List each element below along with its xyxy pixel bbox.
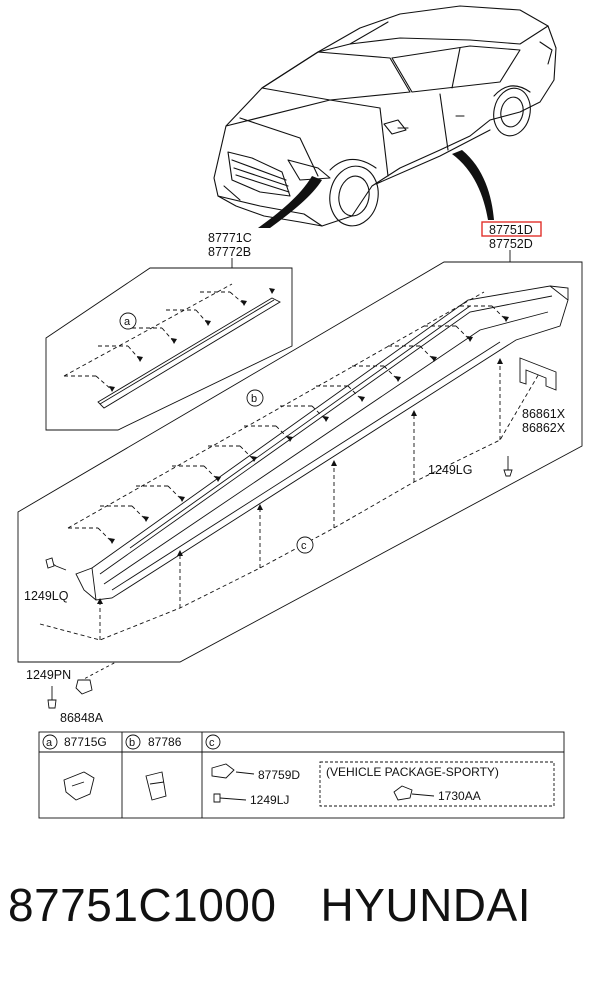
car-pointers [258, 150, 494, 228]
car-illustration [213, 5, 557, 227]
legend-b-letter: b [129, 737, 135, 749]
callout-b: b [251, 393, 257, 405]
label-front-top: 87771C [208, 231, 252, 245]
leader-lines [231, 250, 511, 268]
label-clip-bottom: 86848A [60, 711, 104, 725]
highlight-box [481, 221, 542, 237]
legend-package-note: (VEHICLE PACKAGE-SPORTY) [326, 765, 499, 779]
callout-a-circle [119, 312, 137, 330]
legend-b-code: 87786 [148, 735, 182, 749]
legend-c-letter: c [209, 737, 215, 749]
legend-a-letter: a [46, 737, 53, 749]
callout-c: c [301, 540, 307, 552]
label-main-bottom: 87752D [489, 237, 533, 251]
label-front-bottom: 87772B [208, 245, 251, 259]
footer-part-number: 87751C1000 [8, 879, 277, 931]
legend-c-part-1: 87759D [258, 768, 300, 782]
callout-b-circle [246, 389, 264, 407]
label-main-top: 87751D [489, 223, 533, 237]
callout-a: a [124, 316, 131, 328]
footer-brand: HYUNDAI [320, 879, 531, 931]
footer-caption: 87751C1000 HYUNDAI [8, 878, 598, 932]
legend-c-part-2: 1249LJ [250, 793, 289, 807]
legend-package-part: 1730AA [438, 789, 481, 803]
legend-icons [42, 734, 435, 803]
label-bolt-right: 1249LG [428, 463, 472, 477]
label-screw-bottom: 1249PN [26, 668, 71, 682]
bottom-fasteners [40, 661, 117, 709]
label-bracket-bottom: 86862X [522, 421, 566, 435]
legend-table [38, 731, 565, 819]
label-screw-left: 1249LQ [24, 589, 69, 603]
callout-c-circle [296, 536, 314, 554]
legend-a-code: 87715G [64, 735, 107, 749]
label-bracket-top: 86861X [522, 407, 566, 421]
front-molding-panel [45, 267, 293, 431]
side-sill-panel [17, 261, 583, 663]
